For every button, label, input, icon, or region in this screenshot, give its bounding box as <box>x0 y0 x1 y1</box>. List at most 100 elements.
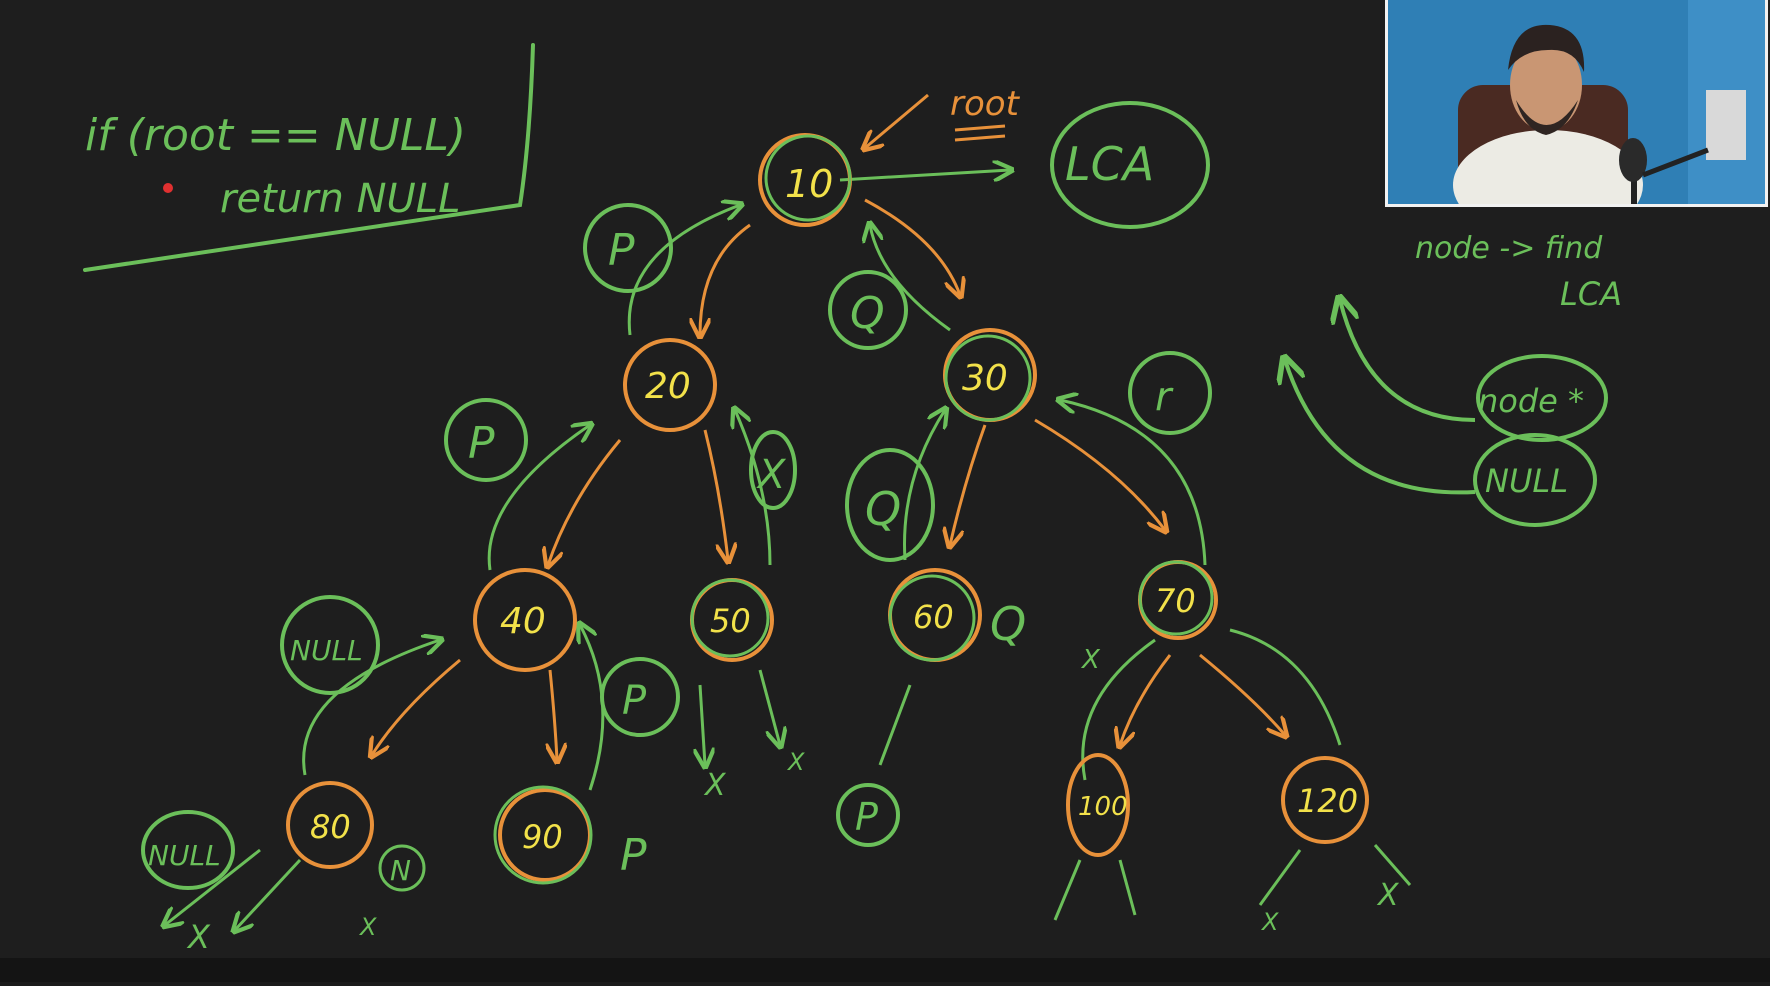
node-80-value: 80 <box>310 808 351 846</box>
marker-bubbles: P Q P X Q r NULL P P NULL N P Q <box>141 203 1212 892</box>
node-bubble-text: node * <box>1478 382 1584 420</box>
return-60-30 <box>903 410 946 561</box>
return-80-40 <box>302 640 440 776</box>
node-30-value: 30 <box>962 358 1008 399</box>
marker-p-90-side: P <box>620 830 647 881</box>
side-note-line-2: LCA <box>1560 275 1622 313</box>
node-100: 100 <box>1066 753 1130 857</box>
return-30-10 <box>870 225 951 332</box>
null-return-arrow <box>1285 360 1476 495</box>
root-arrow <box>865 93 929 148</box>
svg-text:r: r <box>1155 374 1174 420</box>
marker-n-80 <box>378 844 426 892</box>
marker-p-10 <box>583 203 673 293</box>
null-bubble-text: NULL <box>1485 462 1568 500</box>
return-120-70 <box>1229 628 1342 746</box>
lca-bubble <box>1050 101 1210 229</box>
edge-10-30 <box>864 198 960 295</box>
edge-20-40 <box>548 439 622 565</box>
code-line-2: return NULL <box>220 176 460 222</box>
pointer-dot <box>163 183 173 193</box>
code-line-1: if (root == NULL) <box>85 110 466 161</box>
marker-x-50 <box>749 430 797 510</box>
svg-text:Q: Q <box>865 482 901 536</box>
svg-text:X: X <box>358 913 377 941</box>
marker-q-10 <box>828 270 908 350</box>
svg-text:X: X <box>1260 908 1279 936</box>
edge-40-90 <box>550 669 557 760</box>
node-40-value: 40 <box>500 601 546 642</box>
marker-q-60-side: Q <box>990 597 1026 651</box>
marker-p-60 <box>836 783 900 847</box>
code-block: if (root == NULL) return NULL <box>83 43 535 272</box>
svg-text:P: P <box>468 418 495 469</box>
bottom-bar <box>0 958 1770 982</box>
marker-null-80 <box>141 810 235 890</box>
person-webcam-icon <box>1388 0 1765 204</box>
node-120-value: 120 <box>1297 782 1358 820</box>
edge-40-80 <box>372 658 461 755</box>
svg-text:X: X <box>186 918 211 956</box>
node-90: 90 <box>493 785 593 885</box>
svg-text:X: X <box>756 452 787 498</box>
return-arrows <box>302 205 1342 791</box>
svg-text:X: X <box>1080 645 1101 675</box>
svg-text:X: X <box>703 768 727 803</box>
return-50-20 <box>735 410 772 566</box>
lca-text: LCA <box>1065 137 1154 191</box>
node-20-value: 20 <box>645 366 691 407</box>
edge-30-70 <box>1034 418 1165 530</box>
marker-p-20 <box>444 398 528 482</box>
svg-text:NULL: NULL <box>148 839 221 872</box>
node-70-value: 70 <box>1155 582 1196 620</box>
lca-arrow <box>839 170 1010 182</box>
return-90-40 <box>580 625 605 791</box>
node-20: 20 <box>623 338 717 432</box>
svg-text:Q: Q <box>850 288 885 339</box>
node-10: 10 <box>758 133 852 227</box>
node-50: 50 <box>690 578 774 662</box>
node-120: 120 <box>1281 756 1369 844</box>
node-40: 40 <box>473 568 577 672</box>
svg-text:X: X <box>1376 878 1400 913</box>
node-30: 30 <box>943 328 1037 422</box>
node-10-value: 10 <box>785 162 833 206</box>
marker-null-40 <box>280 595 380 695</box>
svg-text:P: P <box>622 678 647 724</box>
edge-70-120 <box>1199 653 1285 735</box>
svg-text:N: N <box>390 854 411 887</box>
marker-p-90 <box>600 657 680 737</box>
node-return-arrow <box>1340 300 1476 422</box>
root-underline-2 <box>954 134 1006 142</box>
node-80: 80 <box>286 781 374 869</box>
node-100-value: 100 <box>1078 792 1128 822</box>
marker-q-30 <box>845 448 935 562</box>
root-text: root <box>950 84 1021 124</box>
return-40-20 <box>487 425 590 571</box>
svg-text:P: P <box>608 225 635 276</box>
svg-text:P: P <box>855 795 878 839</box>
edge-10-20 <box>700 223 751 335</box>
tree-nodes: 10 20 30 40 50 60 70 <box>286 133 1369 885</box>
root-underline-1 <box>954 124 1006 132</box>
svg-text:X: X <box>786 748 805 776</box>
webcam-overlay <box>1385 0 1768 207</box>
node-bubble <box>1476 354 1608 442</box>
leaf-crosses: X X X X X X X <box>165 645 1412 956</box>
node-60-value: 60 <box>913 598 954 636</box>
marker-r-30 <box>1128 351 1212 435</box>
edge-30-60 <box>950 424 987 545</box>
return-70-30 <box>1060 400 1207 566</box>
edge-70-100 <box>1120 654 1172 745</box>
svg-text:NULL: NULL <box>290 634 363 667</box>
return-20-10 <box>627 205 740 336</box>
side-note: node -> find LCA node * NULL <box>1285 231 1622 527</box>
tree-edges <box>372 198 1285 760</box>
root-annotation: root LCA <box>839 84 1210 229</box>
node-50-value: 50 <box>710 602 751 640</box>
side-note-line-1: node -> find <box>1415 231 1603 266</box>
code-box-underline <box>83 43 535 272</box>
node-60: 60 <box>888 568 982 662</box>
node-70: 70 <box>1138 560 1218 640</box>
